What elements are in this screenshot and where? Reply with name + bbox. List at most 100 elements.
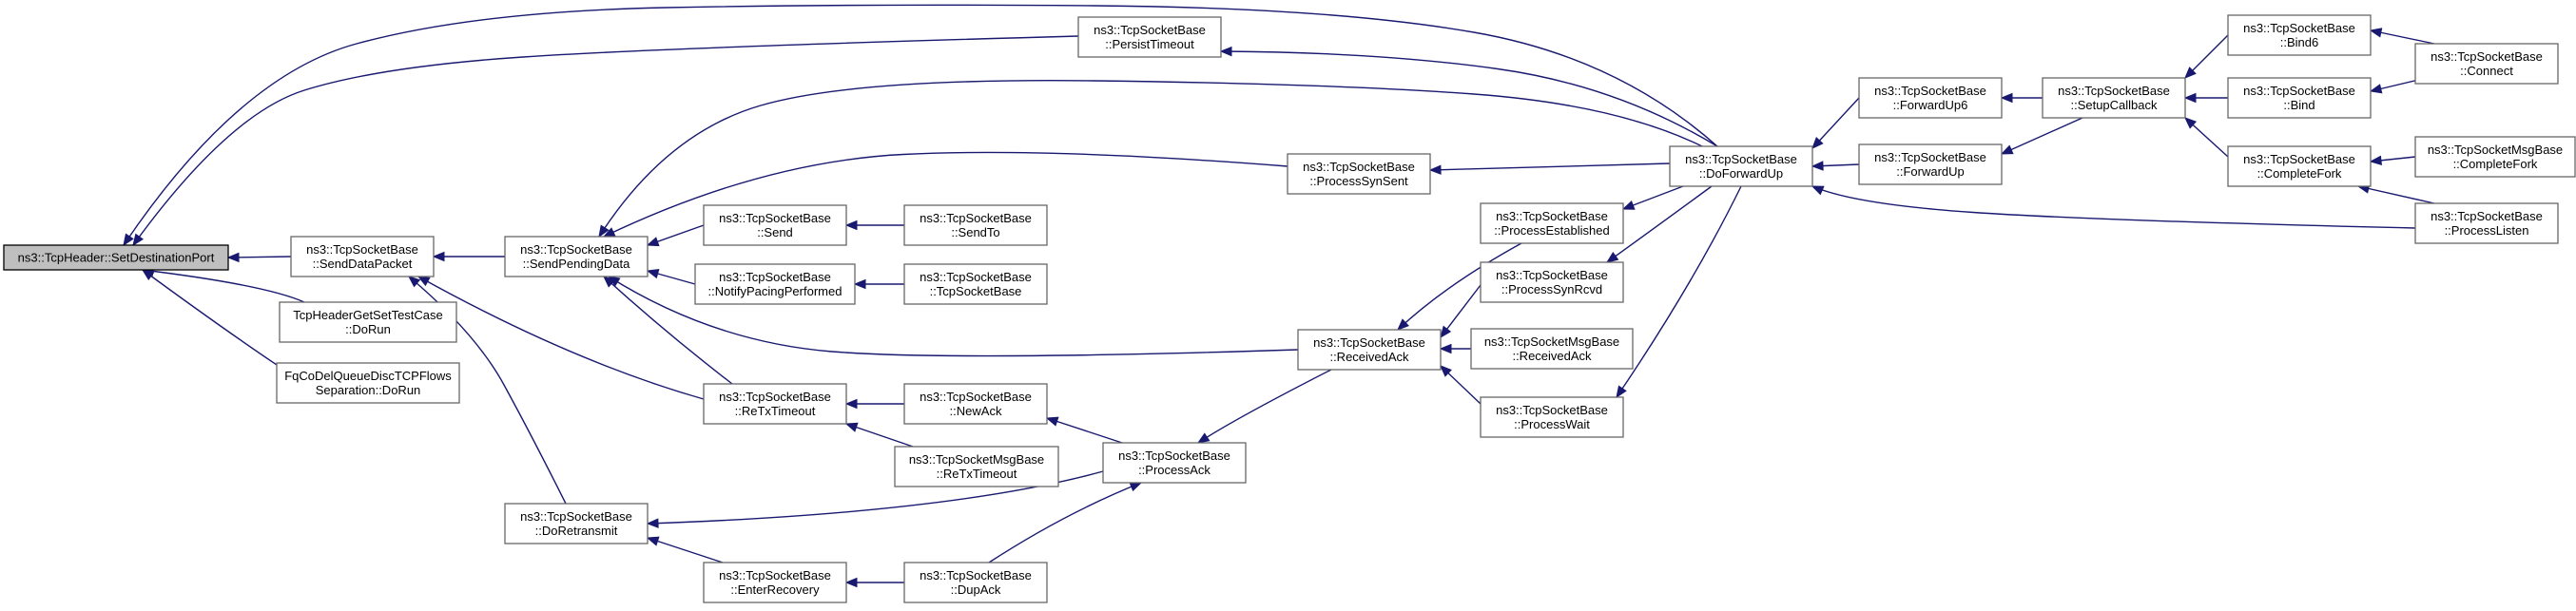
arrowhead-icon [2369, 155, 2382, 165]
node-box [504, 236, 649, 277]
node-box [1480, 396, 1624, 438]
node-box [1077, 16, 1222, 58]
node-box [1669, 145, 1813, 187]
node-box [2414, 202, 2559, 244]
edge-n2-to-n0 [141, 266, 305, 303]
arrowhead-icon [2369, 84, 2383, 94]
edge-n3-to-n0 [141, 269, 286, 372]
node-n25[interactable]: ns3::TcpSocketBase::ForwardUp [1858, 143, 2003, 185]
arrowhead-icon [1129, 482, 1143, 492]
arrowhead-icon [416, 276, 431, 287]
node-n14[interactable]: ns3::TcpSocketBase::DoRetransmit [504, 503, 649, 544]
edge-n21-to-n18 [1440, 284, 1482, 339]
node-n0[interactable]: ns3::TcpHeader::SetDestinationPort [3, 244, 229, 271]
node-label: ns3::TcpSocketBase [520, 509, 632, 524]
node-n6[interactable]: ns3::TcpSocketBase::DoForwardUp [1669, 145, 1813, 187]
node-label: ns3::TcpSocketBase [920, 270, 1032, 284]
node-label: ::SetupCallback [2070, 98, 2158, 112]
node-n22[interactable]: ns3::TcpSocketMsgBase::ReceivedAck [1470, 328, 1634, 370]
node-label: ns3::TcpSocketBase [2058, 84, 2170, 98]
arrowhead-icon [2184, 117, 2198, 129]
node-n26[interactable]: ns3::TcpSocketBase::SetupCallback [2042, 77, 2186, 119]
arrowhead-icon [2000, 92, 2013, 104]
node-n7[interactable]: ns3::TcpSocketBase::Send [703, 204, 847, 246]
node-n18[interactable]: ns3::TcpSocketBase::ReceivedAck [1297, 329, 1442, 371]
node-label: ns3::TcpSocketBase [1313, 335, 1425, 350]
node-n8[interactable]: ns3::TcpSocketBase::SendTo [903, 204, 1048, 246]
node-label: ::ReTxTimeout [735, 404, 816, 418]
node-label: FqCoDelQueueDiscTCPFlows [284, 369, 452, 383]
node-n5[interactable]: ns3::TcpSocketBase::PersistTimeout [1077, 16, 1222, 58]
node-box [2414, 136, 2576, 178]
node-label: ns3::TcpSocketBase [719, 568, 831, 582]
node-label: ns3::TcpSocketMsgBase [909, 452, 1044, 467]
arrowhead-icon [1428, 164, 1442, 175]
node-n10[interactable]: ns3::TcpSocketBase::TcpSocketBase [903, 263, 1048, 305]
node-n31[interactable]: ns3::TcpSocketMsgBase::CompleteFork [2414, 136, 2576, 178]
node-n24[interactable]: ns3::TcpSocketBase::ForwardUp6 [1858, 77, 2003, 119]
node-label: TcpHeaderGetSetTestCase [293, 308, 443, 322]
node-n15[interactable]: ns3::TcpSocketBase::EnterRecovery [703, 562, 847, 603]
arrowhead-icon [2183, 92, 2197, 104]
arrowhead-icon [1045, 416, 1059, 427]
node-box [903, 383, 1048, 425]
node-n9[interactable]: ns3::TcpSocketBase::NotifyPacingPerforme… [694, 263, 856, 305]
node-n21[interactable]: ns3::TcpSocketBase::ProcessSynRcvd [1480, 261, 1624, 303]
node-n4[interactable]: ns3::TcpSocketBase::SendPendingData [504, 236, 649, 277]
node-box [1480, 261, 1624, 303]
node-label: ::SendDataPacket [313, 257, 413, 271]
node-n20[interactable]: ns3::TcpSocketBase::ProcessEstablished [1480, 202, 1624, 244]
arrowhead-icon [432, 251, 445, 262]
edge-n26-to-n25 [2000, 117, 2083, 155]
node-box [1287, 153, 1431, 195]
node-n17[interactable]: ns3::TcpSocketBase::ProcessAck [1102, 442, 1247, 484]
node-n3[interactable]: FqCoDelQueueDiscTCPFlowsSeparation::DoRu… [276, 362, 460, 404]
arrowhead-icon [132, 233, 144, 247]
node-n29[interactable]: ns3::TcpSocketBase::CompleteFork [2227, 145, 2372, 187]
edge-n1-to-n0 [226, 252, 292, 263]
node-n23[interactable]: ns3::TcpSocketBase::ProcessWait [1480, 396, 1624, 438]
node-n28[interactable]: ns3::TcpSocketBase::Bind [2227, 77, 2372, 119]
edge-n29-to-n26 [2184, 117, 2229, 158]
edge-n25-to-n6 [1811, 161, 1860, 171]
edge-n23-to-n18 [1440, 365, 1482, 405]
edge-n28-to-n26 [2183, 92, 2228, 104]
node-box [2414, 43, 2559, 85]
arrowhead-icon [1440, 365, 1452, 377]
edge-n4-to-n1 [432, 251, 505, 262]
arrowhead-icon [2369, 28, 2383, 38]
node-n30[interactable]: ns3::TcpSocketBase::Connect [2414, 43, 2559, 85]
node-label: ns3::TcpSocketBase [719, 390, 831, 404]
arrowhead-icon [844, 577, 858, 588]
edge-n8-to-n7 [844, 220, 904, 231]
node-box [1858, 77, 2003, 119]
arrowhead-icon [1439, 343, 1452, 354]
node-box [2227, 77, 2372, 119]
node-box [279, 301, 457, 343]
node-n1[interactable]: ns3::TcpSocketBase::SendDataPacket [290, 236, 435, 277]
node-n2[interactable]: TcpHeaderGetSetTestCase::DoRun [279, 301, 457, 343]
node-label: ns3::TcpSocketBase [1496, 403, 1608, 417]
node-box [1102, 442, 1247, 484]
node-label: ns3::TcpHeader::SetDestinationPort [18, 251, 215, 265]
node-n11[interactable]: ns3::TcpSocketBase::ReTxTimeout [703, 383, 847, 425]
node-box [1858, 143, 2003, 185]
node-n16[interactable]: ns3::TcpSocketBase::DupAck [903, 562, 1048, 603]
node-label: ::ProcessSynSent [1309, 174, 1408, 188]
node-label: ns3::TcpSocketBase [2243, 84, 2355, 98]
node-box [903, 263, 1048, 305]
node-box [694, 263, 856, 305]
node-label: ns3::TcpSocketBase [520, 242, 632, 257]
node-n27[interactable]: ns3::TcpSocketBase::Bind6 [2227, 14, 2372, 56]
arrowhead-icon [844, 220, 858, 231]
node-label: ns3::TcpSocketBase [1303, 160, 1415, 174]
node-n12[interactable]: ns3::TcpSocketBase::NewAck [903, 383, 1048, 425]
node-n13[interactable]: ns3::TcpSocketMsgBase::ReTxTimeout [894, 446, 1059, 487]
node-n19[interactable]: ns3::TcpSocketBase::ProcessSynSent [1287, 153, 1431, 195]
edge-n24-to-n6 [1811, 97, 1860, 149]
node-label: ::NotifyPacingPerformed [708, 284, 843, 298]
edge-n20-to-n18 [1397, 242, 1522, 331]
edge-n18-to-n4 [607, 276, 1299, 357]
node-n32[interactable]: ns3::TcpSocketBase::ProcessListen [2414, 202, 2559, 244]
arrowhead-icon [844, 398, 858, 410]
